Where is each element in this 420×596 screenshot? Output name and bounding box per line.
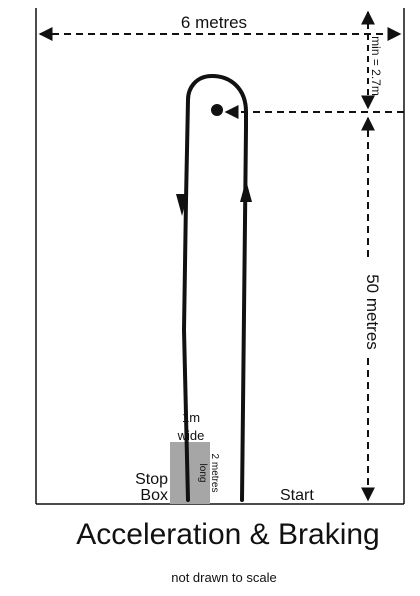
start-label: Start [280,487,314,504]
turning-cone [211,104,223,116]
box-width-word: wide [177,428,205,443]
up-arrow-icon [240,180,252,202]
down-arrow-icon [176,194,188,216]
box-label: Box [140,487,168,504]
width-label: 6 metres [181,13,247,32]
diagram-title: Acceleration & Braking [76,518,380,551]
stop-label: Stop [135,471,168,488]
min-gap-label: min = 2.7m [369,36,383,96]
vehicle-path [182,74,248,502]
box-length-label: 2 metres [209,454,220,493]
length-label: 50 metres [363,274,382,350]
footnote: not drawn to scale [171,570,277,585]
length-label-bg [362,262,384,358]
box-length-word: long [197,464,208,483]
stop-box [170,442,210,504]
